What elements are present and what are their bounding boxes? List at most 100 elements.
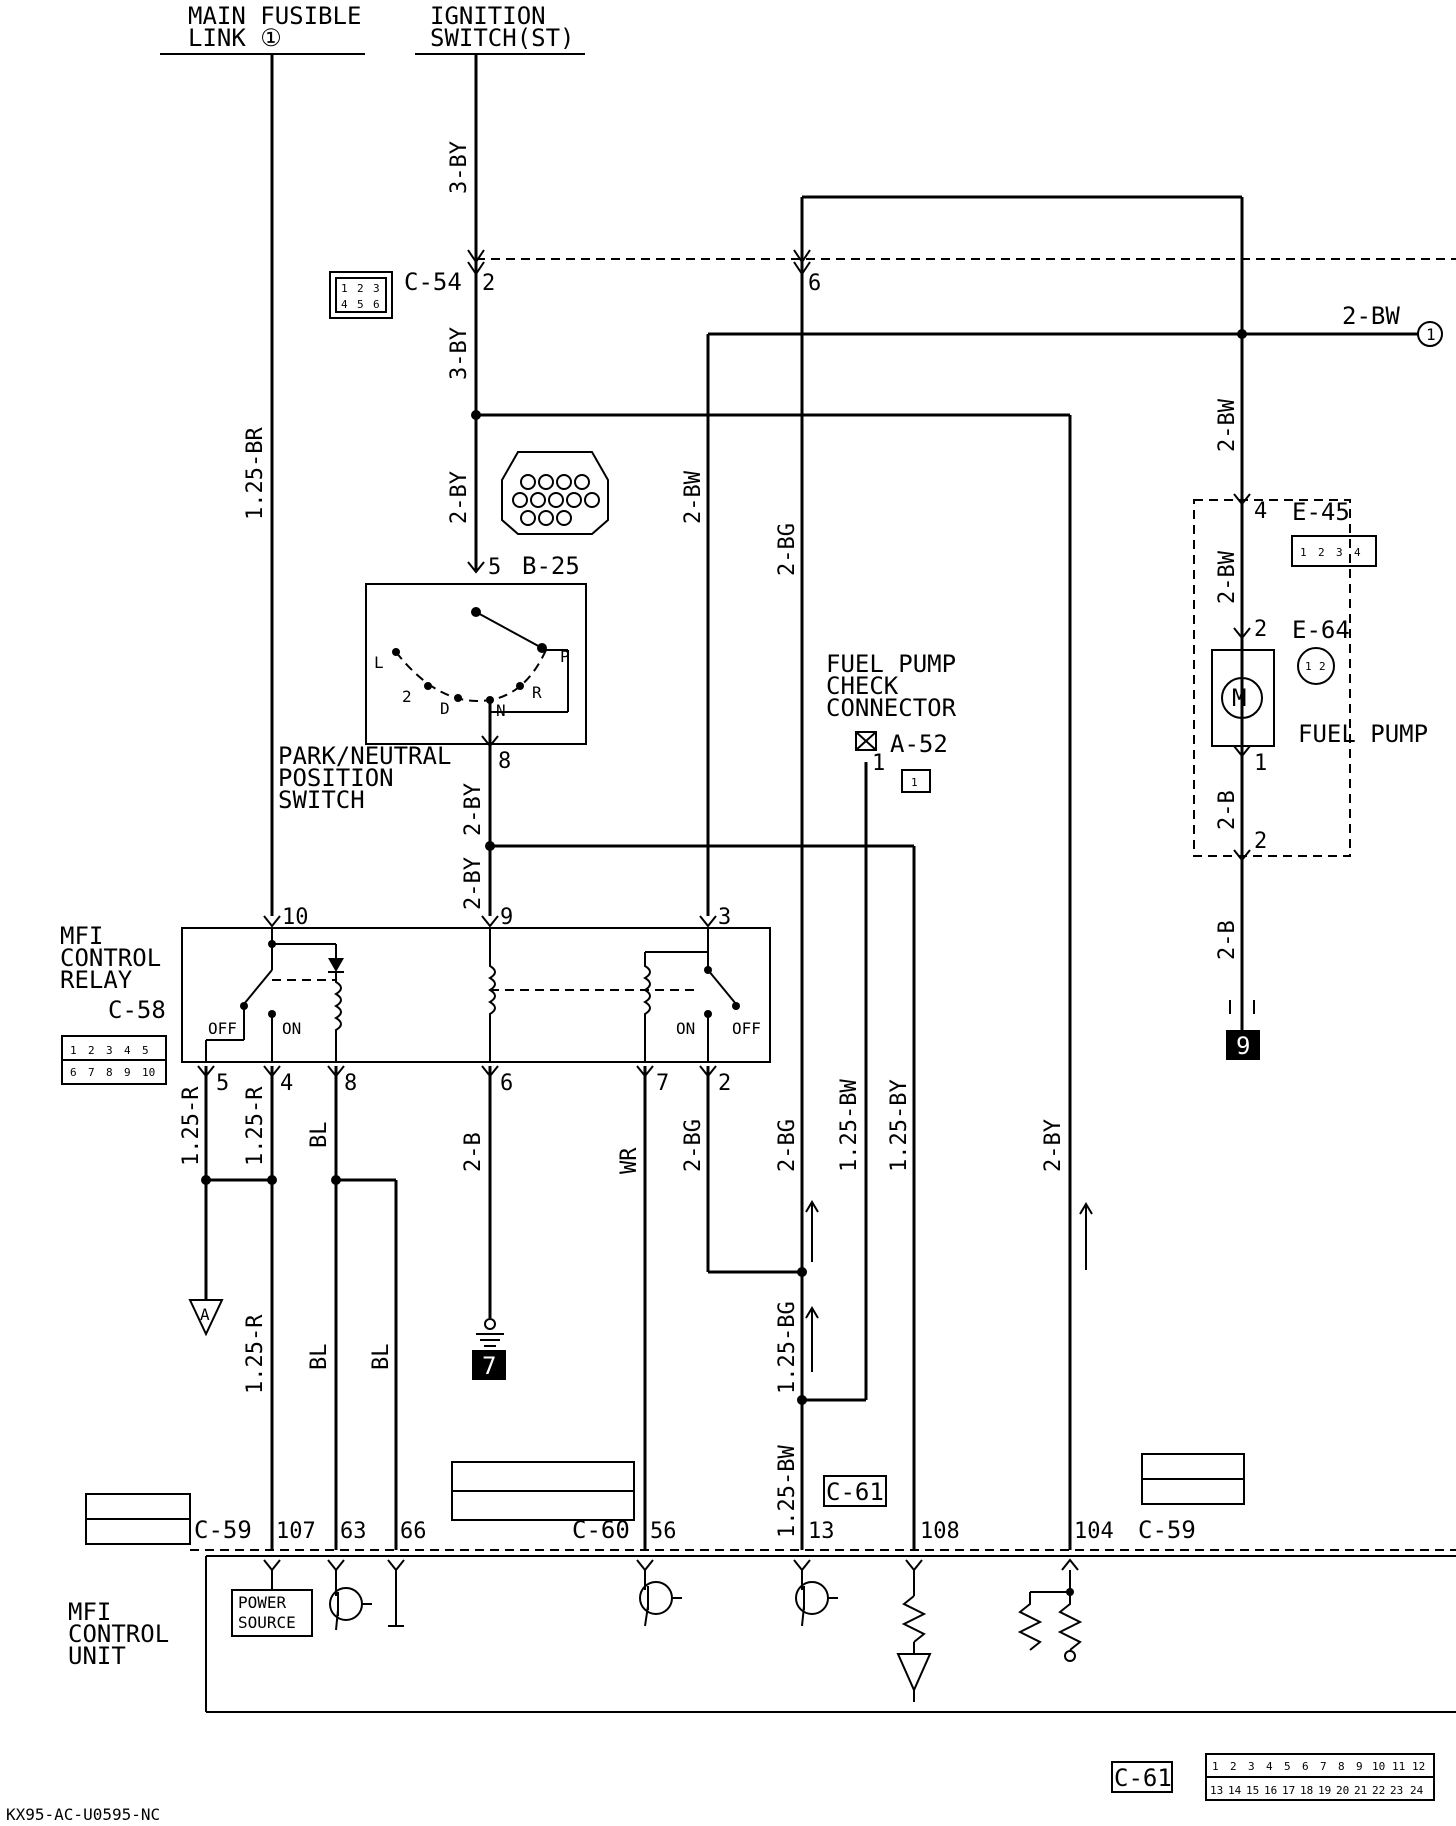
- main-fusible-link-line2: LINK ①: [188, 24, 282, 52]
- svg-text:8: 8: [106, 1066, 113, 1079]
- svg-text:M: M: [1232, 684, 1246, 712]
- pin-66: 66: [400, 1519, 427, 1544]
- wire-125r-c: 1.25-R: [243, 1314, 268, 1394]
- svg-text:2: 2: [1319, 660, 1326, 673]
- svg-text:8: 8: [1338, 1760, 1345, 1773]
- svg-text:22: 22: [1372, 1784, 1385, 1797]
- wire-bl-a: BL: [307, 1122, 332, 1149]
- svg-text:5: 5: [1284, 1760, 1291, 1773]
- pin-relay-3: 3: [718, 905, 731, 930]
- wire-2bg-b: 2-BG: [681, 1119, 706, 1172]
- svg-text:FUEL PUMP: FUEL PUMP: [826, 650, 956, 678]
- pin-relay-7: 7: [656, 1071, 669, 1096]
- svg-text:6: 6: [70, 1066, 77, 1079]
- junctions: [201, 410, 807, 1405]
- svg-text:4: 4: [124, 1044, 131, 1057]
- pin-relay-4: 4: [280, 1071, 293, 1096]
- wire-125by-a: 1.25-BY: [887, 1079, 912, 1172]
- pin-63: 63: [340, 1519, 367, 1544]
- c59-left-face-icon: [85, 1493, 191, 1545]
- wire-2b-pump2: 2-B: [1215, 920, 1240, 960]
- switch-pos-N: N: [496, 701, 506, 720]
- wire-2bw-right-h: 2-BW: [1342, 302, 1400, 330]
- svg-text:6: 6: [373, 298, 380, 311]
- a52-label: A-52: [890, 730, 948, 758]
- svg-text:1: 1: [1300, 546, 1307, 559]
- svg-text:2: 2: [1230, 1760, 1237, 1773]
- ignition-switch-line1: IGNITION: [430, 2, 546, 30]
- main-fusible-link-label: MAIN FUSIBLE LINK ①: [160, 2, 365, 55]
- wire-2by-b: 2-BY: [1041, 1119, 1066, 1172]
- svg-text:5: 5: [142, 1044, 149, 1057]
- svg-text:PARK/NEUTRAL: PARK/NEUTRAL: [278, 742, 451, 770]
- ref-a: A: [188, 1299, 224, 1337]
- wire-2bw-right-v: 2-BW: [1215, 398, 1240, 452]
- e45-face-icon: 1 2 3 4: [1291, 535, 1377, 567]
- c58-label: C-58: [108, 996, 166, 1024]
- switch-pos-D: D: [440, 699, 450, 718]
- switch-pos-P: P: [560, 647, 570, 666]
- svg-text:MFI: MFI: [60, 922, 103, 950]
- svg-text:MFI: MFI: [68, 1598, 111, 1626]
- pin-a52-1: 1: [872, 751, 885, 776]
- pin-relay-9: 9: [500, 905, 513, 930]
- pin-13: 13: [808, 1519, 835, 1544]
- pin-e45-4: 4: [1254, 499, 1267, 524]
- wire-2by-pn2: 2-BY: [461, 857, 486, 910]
- svg-text:12: 12: [1412, 1760, 1425, 1773]
- svg-text:UNIT: UNIT: [68, 1642, 126, 1670]
- svg-text:15: 15: [1246, 1784, 1259, 1797]
- svg-text:5: 5: [357, 298, 364, 311]
- svg-text:CONTROL: CONTROL: [60, 944, 161, 972]
- svg-text:4: 4: [1354, 546, 1361, 559]
- pin-104: 104: [1074, 1519, 1114, 1544]
- switch-pos-2: 2: [402, 687, 412, 706]
- svg-text:9: 9: [124, 1066, 131, 1079]
- svg-text:2: 2: [88, 1044, 95, 1057]
- svg-text:20: 20: [1336, 1784, 1349, 1797]
- mfi-control-unit: MFI CONTROL UNIT C-59 107 63 66 C-60 56 …: [68, 1516, 1456, 1713]
- park-neutral-switch: 5 B-25 L 2 D N R P 8: [365, 552, 587, 774]
- svg-text:4: 4: [341, 298, 348, 311]
- pin-b25-5: 5: [488, 555, 501, 580]
- c58-face-icon: 1 2 3 4 5 6 7 8 9 10: [61, 1035, 167, 1085]
- c61-bottom-label: C-61: [1114, 1764, 1172, 1792]
- footer-code: KX95-AC-U0595-NC: [6, 1805, 160, 1824]
- ground-7: 7: [472, 1318, 506, 1380]
- ref-circle-1: 1: [1426, 325, 1436, 344]
- wire-2bg-a: 2-BG: [775, 523, 800, 576]
- b25-label: B-25: [522, 552, 580, 580]
- pin-b25-8: 8: [498, 749, 511, 774]
- relay-on-right: ON: [676, 1019, 695, 1038]
- pin-108: 108: [920, 1519, 960, 1544]
- c59-left-label: C-59: [194, 1516, 252, 1544]
- switch-pos-L: L: [374, 653, 384, 672]
- pin-56: 56: [650, 1519, 677, 1544]
- pin-e64-2: 2: [1254, 617, 1267, 642]
- svg-text:3: 3: [373, 282, 380, 295]
- svg-text:3: 3: [106, 1044, 113, 1057]
- wire-2by-a: 2-BY: [447, 471, 472, 524]
- c61-mid-face-icon: C-61: [823, 1475, 887, 1507]
- wire-125br: 1.25-BR: [243, 427, 268, 520]
- svg-text:1: 1: [341, 282, 348, 295]
- b25-face-icon: [501, 451, 609, 535]
- svg-text:17: 17: [1282, 1784, 1295, 1797]
- wire-2b-gnd: 2-B: [461, 1132, 486, 1172]
- svg-text:3: 3: [1248, 1760, 1255, 1773]
- c61-bottom-area: C-61 1 2 3 4 5 6 7 8 9 10 11 12 13 14 15…: [1111, 1753, 1435, 1801]
- fuel-pump-circuit: 2-BW 1 4 E-45 1 2 3 4 2 E-64 1 2 M 1 FUE…: [1193, 302, 1443, 1060]
- pin-relay-6: 6: [500, 1071, 513, 1096]
- fuel-pump-label: FUEL PUMP: [1298, 720, 1428, 748]
- a52-face: 1: [911, 776, 918, 789]
- svg-text:7: 7: [88, 1066, 95, 1079]
- mfi-control-relay: 10 9 3 OFF ON ON OFF: [181, 905, 771, 1096]
- wires: [204, 54, 1418, 1550]
- wire-125r-a: 1.25-R: [179, 1086, 204, 1166]
- pin-relay-10: 10: [282, 905, 309, 930]
- pin-relay-5: 5: [216, 1071, 229, 1096]
- svg-text:A: A: [200, 1305, 210, 1324]
- wire-125r-b: 1.25-R: [243, 1086, 268, 1166]
- svg-text:6: 6: [1302, 1760, 1309, 1773]
